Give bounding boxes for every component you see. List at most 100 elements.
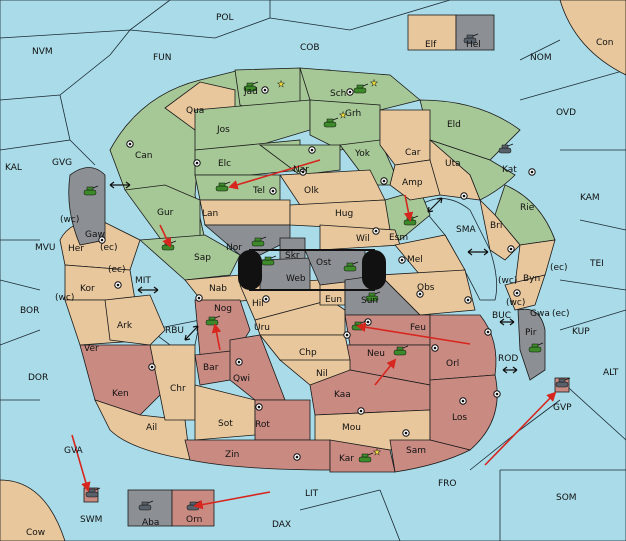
province-elf[interactable]	[407, 14, 457, 51]
label-bor: BOR	[20, 306, 39, 316]
label-aba: Aba	[142, 518, 159, 528]
sea-borders-nw[interactable]	[0, 29, 131, 166]
unit-tank-icon[interactable]	[358, 452, 374, 463]
unit-tank-icon[interactable]	[323, 117, 339, 128]
label-olk: Olk	[304, 186, 320, 196]
label-neu: Neu	[367, 349, 385, 359]
canal-markers	[109, 181, 518, 374]
label-swm: SWM	[80, 515, 102, 525]
province-orl[interactable]	[429, 314, 497, 381]
supply-center-dot	[433, 346, 437, 350]
label-kal: KAL	[5, 163, 22, 173]
label-sma: SMA	[456, 225, 476, 235]
sea-borders-west[interactable]	[0, 239, 41, 401]
supply-center-dot	[301, 170, 305, 174]
label-gva: GVA	[64, 446, 84, 456]
label-ost: Ost	[316, 258, 332, 268]
supply-center-dot	[359, 409, 363, 413]
unit-tank-icon[interactable]	[215, 181, 231, 192]
supply-center-dot	[263, 88, 267, 92]
canal-mit	[137, 286, 159, 294]
sea-borders-east[interactable]	[519, 39, 626, 441]
unit-tank-icon[interactable]	[365, 291, 381, 302]
label-kor: Kor	[80, 284, 95, 294]
unit-tank-icon[interactable]	[353, 83, 369, 94]
supply-center-dot	[486, 330, 490, 334]
label-gwa: Gwa	[530, 309, 550, 319]
coast-tag-gwa-wc: (wc)	[506, 298, 525, 308]
supply-center-dot	[374, 229, 378, 233]
unit-tank-icon[interactable]	[243, 81, 259, 92]
order-arrow-feu	[356, 322, 471, 345]
label-rot: Rot	[255, 420, 270, 430]
province-gur[interactable]	[124, 184, 201, 246]
unit-tank-icon[interactable]	[83, 185, 99, 196]
star-icon: ★	[339, 111, 347, 121]
supply-center-dot	[515, 291, 519, 295]
unit-tank-icon[interactable]	[463, 33, 479, 44]
supply-center-dot	[366, 320, 370, 324]
canal-gor	[109, 181, 131, 189]
province-sam[interactable]	[389, 439, 472, 473]
coast-tag-kor-wc: (wc)	[55, 293, 74, 303]
province-hel[interactable]	[455, 14, 495, 51]
label-kat: Kat	[502, 165, 517, 175]
order-arrow-swm	[71, 434, 91, 492]
label-nom: NOM	[530, 53, 552, 63]
label-gaw: Gaw	[85, 230, 105, 240]
supply-center-dot	[461, 399, 465, 403]
label-sam: Sam	[406, 446, 426, 456]
unit-tank-icon[interactable]	[261, 255, 277, 266]
province-amp[interactable]	[389, 159, 441, 201]
unit-tank-icon[interactable]	[85, 487, 101, 498]
label-con: Con	[596, 38, 614, 48]
label-skr: Skr	[285, 251, 300, 261]
province-nor[interactable]	[203, 224, 291, 256]
label-qua: Qua	[186, 106, 204, 116]
supply-center-dot	[466, 298, 470, 302]
unit-tank-icon[interactable]	[555, 377, 571, 388]
province-ken[interactable]	[79, 344, 171, 416]
supply-center-dot	[462, 194, 466, 198]
province-uru[interactable]	[254, 299, 346, 336]
label-kam: KAM	[580, 193, 600, 203]
canal-sma-east	[467, 248, 489, 256]
label-jos: Jos	[216, 125, 230, 135]
unit-tank-icon[interactable]	[251, 236, 267, 247]
label-kup: KUP	[572, 327, 590, 337]
unit-tank-icon[interactable]	[528, 342, 544, 353]
order-arrow-sap	[159, 224, 172, 248]
supply-center-dot	[197, 296, 201, 300]
units: ★★★★	[83, 33, 571, 511]
supply-center-dot	[404, 431, 408, 435]
province-nar[interactable]	[258, 144, 341, 176]
label-ken: Ken	[112, 389, 129, 399]
label-mel: Mel	[407, 255, 423, 265]
label-ark: Ark	[117, 321, 133, 331]
supply-center-dot	[509, 247, 513, 251]
province-gwa[interactable]	[504, 274, 546, 311]
province-ark[interactable]	[104, 294, 166, 346]
label-fro: FRO	[438, 479, 457, 489]
label-bri: Bri	[490, 221, 502, 231]
label-fun: FUN	[153, 53, 172, 63]
label-alt: ALT	[603, 368, 619, 378]
label-nvm: NVM	[32, 47, 53, 57]
province-tel[interactable]	[194, 174, 281, 201]
label-chr: Chr	[170, 384, 186, 394]
unit-tank-icon[interactable]	[498, 143, 514, 154]
unit-tank-icon[interactable]	[343, 261, 359, 272]
unit-tank-icon[interactable]	[393, 345, 409, 356]
label-gur: Gur	[157, 208, 174, 218]
coast-tag-her-wc: (wc)	[60, 215, 79, 225]
province-pir[interactable]	[517, 308, 546, 381]
supply-center-dot	[295, 455, 299, 459]
supply-center-dot	[310, 148, 314, 152]
label-uru: Uru	[254, 323, 270, 333]
order-arrow-tel	[228, 159, 321, 190]
supply-center-dot	[382, 179, 386, 183]
label-buc: BUC	[492, 311, 511, 321]
unit-tank-icon[interactable]	[138, 500, 154, 511]
province-jos[interactable]	[194, 99, 311, 151]
province-bri[interactable]	[479, 198, 521, 261]
